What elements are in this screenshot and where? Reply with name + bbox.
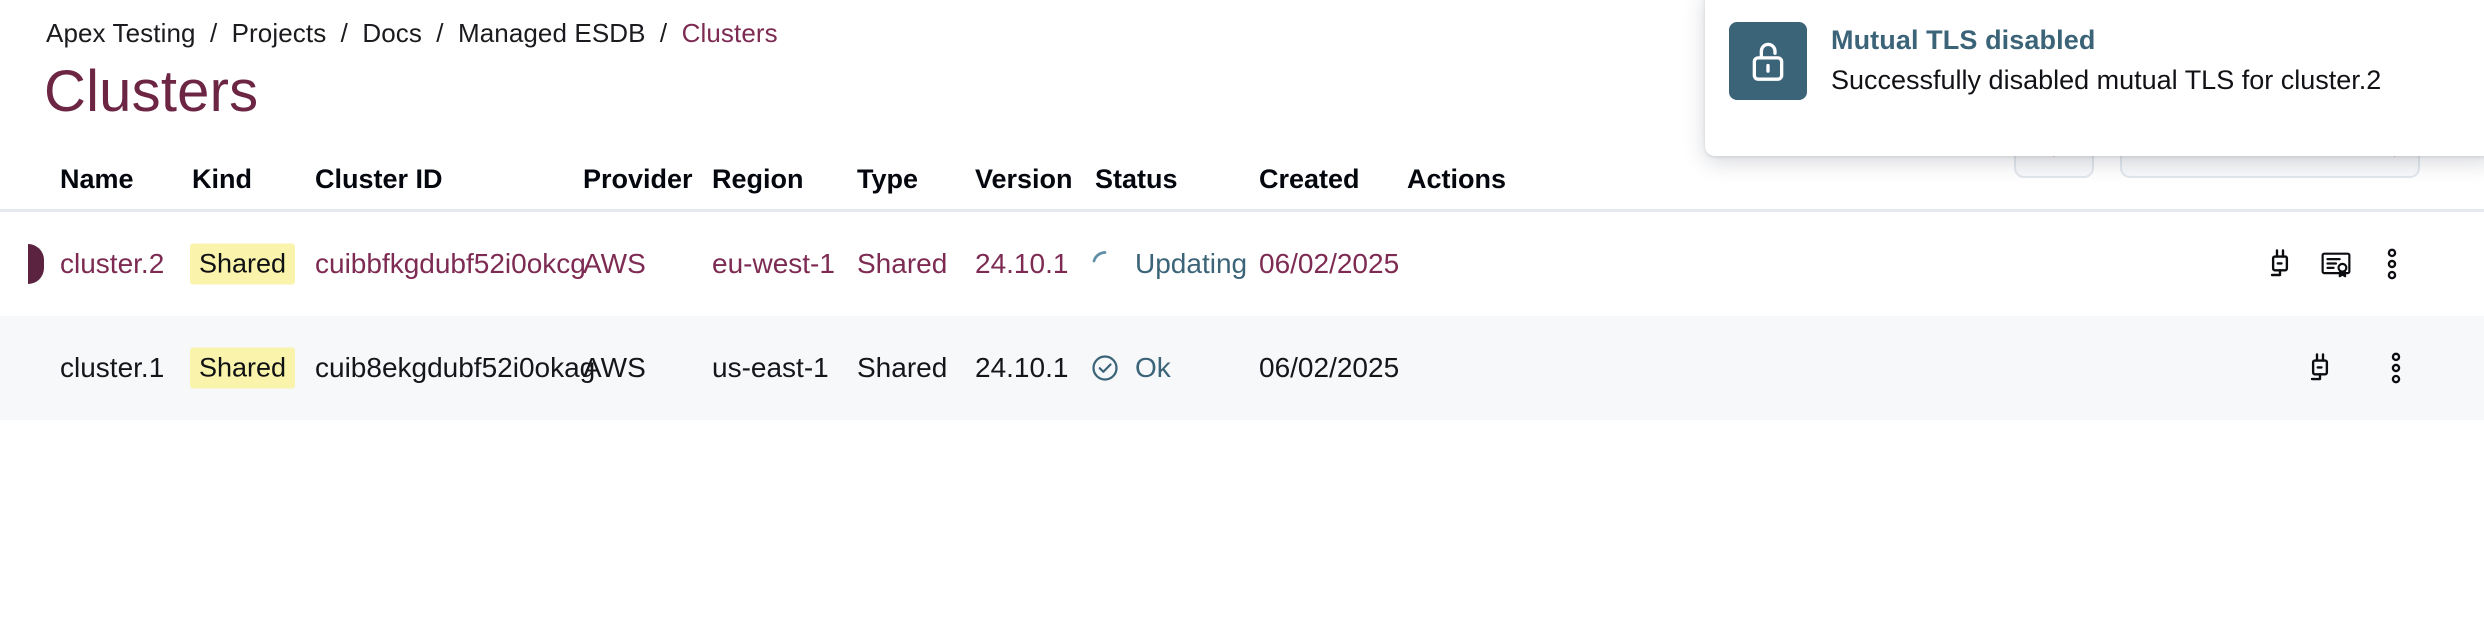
cell-status: Ok	[1090, 352, 1171, 384]
cell-provider: AWS	[583, 352, 646, 383]
kind-badge: Shared	[190, 347, 296, 389]
page-title: Clusters	[44, 59, 259, 124]
breadcrumb-item-apex-testing[interactable]: Apex Testing	[46, 18, 196, 48]
breadcrumb-separator: /	[209, 18, 218, 48]
breadcrumb-item-projects[interactable]: Projects	[231, 18, 327, 48]
status-badge: Updating	[1135, 248, 1248, 279]
cell-created: 06/02/2025	[1259, 352, 1400, 383]
cell-version: 24.10.1	[975, 352, 1069, 383]
table-row[interactable]: cluster.2 Shared cuibbfkgdubf52i0okcg AW…	[0, 212, 2484, 316]
status-badge: Ok	[1135, 352, 1171, 383]
cell-actions	[2252, 236, 2420, 292]
cell-kind: Shared	[190, 243, 296, 285]
cell-cluster-id[interactable]: cuib8ekgdubf52i0okag	[315, 352, 596, 383]
table-header: Name Kind Cluster ID Provider Region Typ…	[0, 150, 2484, 212]
cell-name[interactable]: cluster.2	[60, 248, 165, 279]
unlock-icon	[1729, 22, 1807, 100]
column-header-name[interactable]: Name	[60, 164, 134, 194]
cell-region: eu-west-1	[712, 248, 835, 279]
check-circle-icon	[1092, 355, 1118, 381]
column-header-created[interactable]: Created	[1259, 164, 1360, 194]
toast-title: Mutual TLS disabled	[1831, 25, 2096, 55]
column-header-region[interactable]: Region	[712, 164, 804, 194]
clusters-table: Name Kind Cluster ID Provider Region Typ…	[0, 150, 2484, 420]
spinner-icon	[1092, 251, 1107, 263]
breadcrumb-item-docs[interactable]: Docs	[362, 18, 422, 48]
column-header-type[interactable]: Type	[857, 164, 919, 194]
cell-type: Shared	[857, 248, 948, 279]
breadcrumb-separator: /	[659, 18, 668, 48]
toast-message: Successfully disabled mutual TLS for clu…	[1831, 64, 2382, 95]
cell-kind: Shared	[190, 347, 296, 389]
kind-badge: Shared	[190, 243, 296, 285]
column-header-version[interactable]: Version	[975, 164, 1073, 194]
cell-status: Updating	[1090, 248, 1247, 280]
toast-body: Mutual TLS disabled Successfully disable…	[1831, 22, 2381, 98]
plug-icon[interactable]	[2292, 340, 2348, 396]
cell-name[interactable]: cluster.1	[60, 352, 165, 383]
more-vertical-icon[interactable]	[2364, 236, 2420, 292]
column-header-kind[interactable]: Kind	[192, 164, 252, 194]
cell-type: Shared	[857, 352, 948, 383]
breadcrumb-separator: /	[436, 18, 444, 48]
breadcrumb-separator: /	[340, 18, 348, 48]
breadcrumb-item-managed-esdb[interactable]: Managed ESDB	[457, 18, 646, 48]
column-header-actions: Actions	[1407, 164, 1507, 194]
cell-created: 06/02/2025	[1259, 248, 1400, 279]
column-header-cluster-id[interactable]: Cluster ID	[315, 164, 443, 194]
cell-provider: AWS	[583, 248, 646, 279]
breadcrumb: Apex Testing / Projects / Docs / Managed…	[46, 18, 778, 49]
certificate-icon[interactable]	[2308, 236, 2364, 292]
toast-notification[interactable]: Mutual TLS disabled Successfully disable…	[1705, 0, 2484, 156]
row-selection-marker	[28, 244, 44, 284]
cell-region: us-east-1	[712, 352, 829, 383]
cell-cluster-id[interactable]: cuibbfkgdubf52i0okcg	[315, 248, 586, 279]
cell-version: 24.10.1	[975, 248, 1069, 279]
breadcrumb-item-clusters[interactable]: Clusters	[681, 18, 778, 48]
cell-actions	[2292, 340, 2424, 396]
table-row[interactable]: cluster.1 Shared cuib8ekgdubf52i0okag AW…	[0, 316, 2484, 420]
column-header-provider[interactable]: Provider	[583, 164, 693, 194]
more-vertical-icon[interactable]	[2368, 340, 2424, 396]
column-header-status[interactable]: Status	[1095, 164, 1178, 194]
plug-icon[interactable]	[2252, 236, 2308, 292]
